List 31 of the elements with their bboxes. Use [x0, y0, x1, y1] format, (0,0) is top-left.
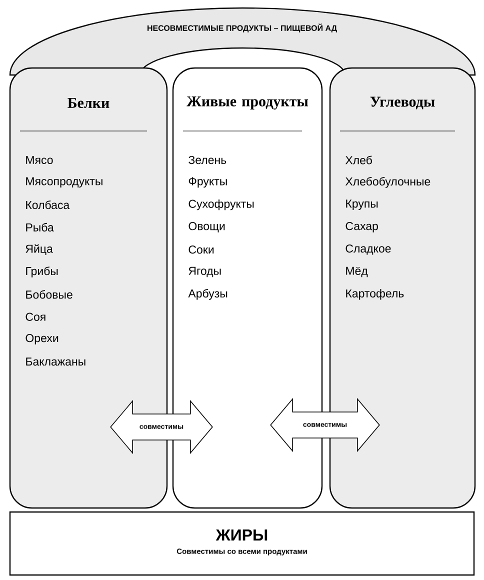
food-item: Мясопродукты: [26, 177, 102, 188]
food-item: Соя: [26, 312, 46, 321]
food-item: Овощи: [188, 222, 225, 232]
food-item: Рыба: [26, 222, 54, 232]
double-arrow: [270, 398, 380, 452]
food-item: Крупы: [346, 200, 378, 210]
food-item: Хлебобулочные: [345, 176, 430, 188]
food-item: Соки: [188, 246, 214, 254]
column-heading: Белки: [68, 98, 110, 108]
box-heading: ЖИРЫ: [216, 530, 268, 540]
food-item: Сахар: [346, 222, 378, 232]
food-item: Мясо: [26, 156, 53, 164]
food-item: Мёд: [346, 266, 368, 278]
food-item: Зелень: [188, 156, 226, 164]
food-item: Орехи: [26, 334, 58, 344]
food-item: Баклажаны: [26, 358, 86, 366]
food-item: Арбузы: [188, 289, 228, 300]
band-title: НЕСОВМЕСТИМЫЕ ПРОДУКТЫ – ПИЩЕВОЙ АД: [148, 24, 337, 32]
food-item: Хлеб: [345, 156, 372, 164]
food-item: Бобовые: [26, 290, 72, 299]
food-item: Картофель: [346, 289, 404, 300]
food-item: Фрукты: [188, 177, 227, 188]
food-item: Яйца: [26, 244, 53, 256]
food-item: Грибы: [26, 266, 58, 278]
food-item: Ягоды: [188, 266, 221, 278]
column-heading: Углеводы: [370, 96, 435, 110]
food-item: Колбаса: [26, 200, 70, 210]
double-arrow: [110, 400, 213, 454]
food-item: Сладкое: [346, 244, 391, 255]
food-item: Сухофрукты: [188, 199, 254, 210]
column-heading: Живые продукты: [186, 96, 308, 110]
